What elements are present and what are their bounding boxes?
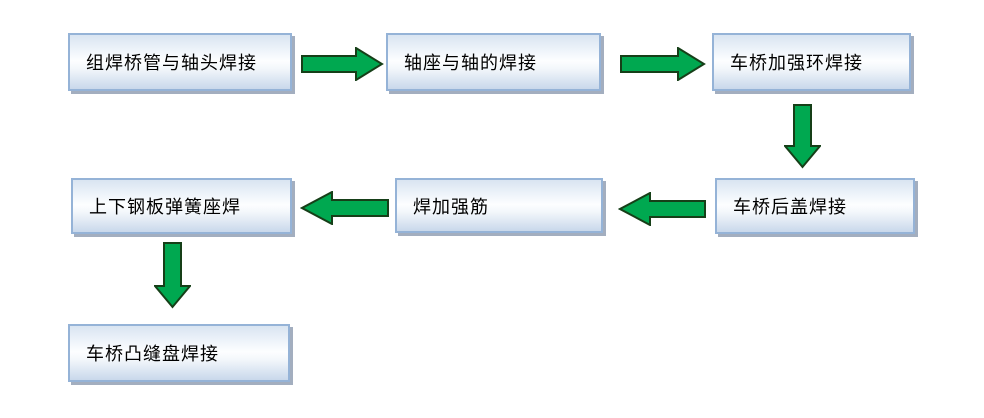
flow-node-6-label: 上下钢板弹簧座焊: [89, 197, 241, 217]
flow-node-5: 焊加强筋: [395, 178, 603, 233]
flow-node-6: 上下钢板弹簧座焊: [71, 178, 292, 234]
flow-node-4: 车桥后盖焊接: [715, 178, 915, 234]
flow-node-2: 轴座与轴的焊接: [386, 33, 601, 91]
flow-node-1: 组焊桥管与轴头焊接: [68, 33, 292, 91]
arrow-right-icon: [301, 47, 384, 81]
flow-node-3: 车桥加强环焊接: [712, 33, 911, 91]
flow-node-5-label: 焊加强筋: [413, 196, 489, 217]
flow-node-1-label: 组焊桥管与轴头焊接: [86, 53, 257, 73]
flow-node-3-label: 车桥加强环焊接: [730, 53, 863, 73]
flow-node-7-label: 车桥凸缝盘焊接: [86, 344, 219, 364]
flow-node-2-label: 轴座与轴的焊接: [404, 53, 537, 73]
flow-node-7: 车桥凸缝盘焊接: [68, 324, 290, 382]
arrow-left-icon: [300, 191, 389, 225]
arrow-right-icon: [620, 47, 706, 81]
flow-node-4-label: 车桥后盖焊接: [733, 197, 847, 217]
arrow-down-icon: [784, 104, 821, 169]
arrow-left-icon: [618, 192, 706, 226]
arrow-down-icon: [154, 242, 191, 309]
